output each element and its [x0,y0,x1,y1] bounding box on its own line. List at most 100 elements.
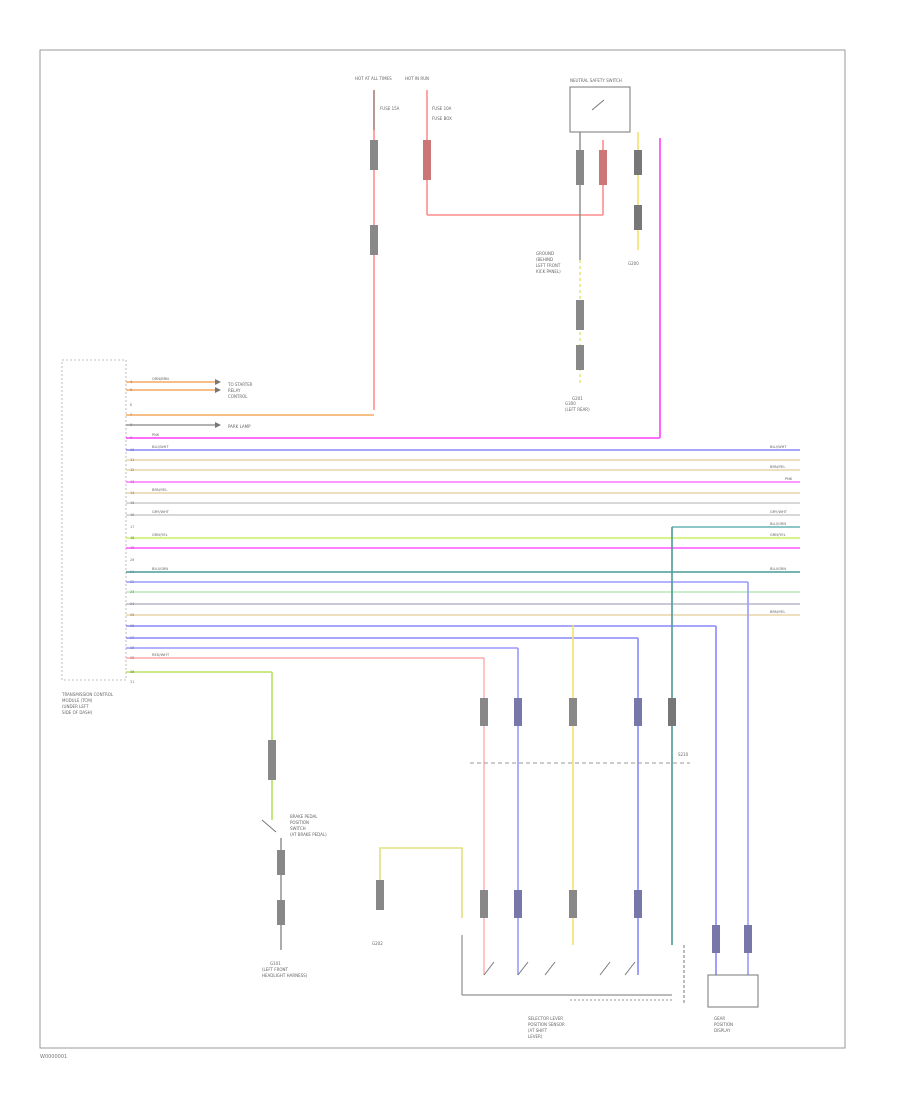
pin-number: 7 [130,413,132,417]
pin-number: 26 [130,624,134,628]
left-ground-label-1: (LEFT FRONT [262,967,288,972]
selector-contact-2 [517,961,529,976]
drop-connector-5 [668,698,676,726]
arrow-output-1 [215,379,221,385]
pin-number: 15 [130,501,134,505]
wire-name-red: RED/WHT [152,653,170,657]
drop-connector-1 [480,698,488,726]
drop-connector-9 [634,890,642,918]
loop-connector [376,880,384,910]
pin-number: 25 [130,613,134,617]
drop-connector-8 [569,890,577,918]
selector-contact-1 [483,961,495,976]
wire-name-right-tan-2: BRN/YEL [770,610,785,614]
pin-number: 9 [130,436,132,440]
selector-contact-5 [624,961,636,976]
wire-name-blue: BLU/WHT [152,445,169,449]
pin-number: 10 [130,448,134,452]
pin-number-column: 4567891011121314151617181920212223242526… [130,380,134,684]
pin-number: 18 [130,536,134,540]
pin-number: 29 [130,656,134,660]
pin-number: 17 [130,525,134,529]
park-lamp-label: PARK LAMP [228,424,251,429]
g200-label: G200 [628,261,639,266]
module-label-0: TRANSMISSION CONTROL [61,692,114,697]
drop-connector-2 [514,698,522,726]
wire-name-right-green: GRN/YEL [770,533,786,537]
pin-number: 30 [130,670,134,674]
center-connector-2 [576,345,584,370]
footer-code: W0000001 [40,1054,67,1060]
pin-number: 6 [130,403,132,407]
pin-number: 20 [130,558,134,562]
gear-display-box [707,974,759,1008]
wire-name-pink: PNK [152,433,160,437]
splice-label: S210 [678,752,689,757]
ground-c-label-0: GROUND [536,251,554,256]
wire-name-right-tan: BRN/YEL [770,465,785,469]
left-output-label-2: CONTROL [228,394,248,399]
pin-number: 21 [130,570,134,574]
pin-number: 23 [130,590,134,594]
brake-connector-2 [277,850,285,875]
switch-connector-left [576,150,584,185]
wire-name-right-pink: PNK [785,477,793,481]
top-switch-label: NEUTRAL SAFETY SWITCH [570,78,622,83]
control-module-box [61,359,127,681]
fuse-b-connector-2 [599,150,607,185]
selector-label-1: POSITION SENSOR [528,1022,565,1027]
left-ground-label-2: HEADLIGHT HARNESS) [262,973,308,978]
pin-number: 16 [130,513,134,517]
wire-name-green: GRN/YEL [152,533,168,537]
pin-number: 19 [130,546,134,550]
drop-connector-3 [569,698,577,726]
g201-label: G201 [572,396,583,401]
top-switch-contact [591,99,605,111]
g202-label: G202 [372,941,383,946]
left-output-label-0: TO STARTER [227,382,253,387]
drop-connector-7 [514,890,522,918]
ground-c-label-1: (BEHIND [536,257,553,262]
brake-switch-contact [261,819,277,833]
brake-connector [268,740,276,780]
hot-all-times-label: HOT AT ALL TIMES [355,76,392,81]
fuse-box-label: FUSE BOX [432,116,452,121]
selector-switch-assembly [461,935,685,1005]
pin-number: 8 [130,423,132,427]
wire-name-gray: GRY/WHT [152,510,170,514]
drop-connector-11 [744,925,752,953]
selector-label-0: SELECTOR LEVER [528,1016,563,1021]
brake-label-1: POSITION [290,820,309,825]
brake-label-2: SWITCH [290,826,306,831]
pin-number: 31 [130,680,134,684]
wire-name-tan: BRN/YEL [152,488,167,492]
brake-label-3: (AT BRAKE PEDAL) [290,832,327,837]
selector-label-3: LEVER) [528,1034,543,1039]
selector-label-2: (AT SHIFT [528,1028,548,1033]
pin-number: 12 [130,468,134,472]
brake-label-0: BRAKE PEDAL [290,814,318,819]
pin-number: 13 [130,480,134,484]
pin-number: 22 [130,580,134,584]
brake-connector-3 [277,900,285,925]
fuse-a-label: FUSE 15A [380,106,400,111]
gear-display-label-2: DISPLAY [714,1028,731,1033]
fuse-a-connector [370,140,378,170]
pin-number: 14 [130,491,134,495]
wire-name-right-gray: GRY/WHT [770,510,788,514]
fuse-b-connector [423,140,431,180]
gear-display-label-0: GEAR [714,1016,725,1021]
g300-label-1: (LEFT REAR) [565,407,590,412]
pin-number: 27 [130,636,134,640]
g300-label-0: G300 [565,401,576,406]
ground-c-label-3: KICK PANEL) [536,269,561,274]
selector-contact-4 [599,961,611,976]
diagram-frame [39,49,846,1049]
switch-connector-yellow-2 [634,205,642,230]
drop-connector-4 [634,698,642,726]
arrow-output-3 [215,422,221,428]
module-label-2: (UNDER LEFT [62,704,89,709]
pin-number: 11 [130,458,134,462]
drop-connector-6 [480,890,488,918]
